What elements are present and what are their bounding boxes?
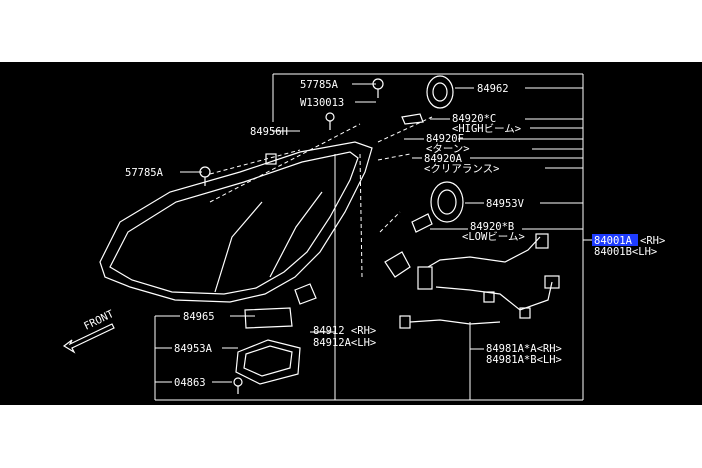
label-84920f-sub: <ターン> bbox=[426, 143, 470, 155]
label-84001b: 84001B<LH> bbox=[594, 246, 657, 258]
label-84981a-b: 84981A*B<LH> bbox=[486, 354, 562, 366]
label-84965: 84965 bbox=[183, 311, 215, 323]
label-84920b-sub: <LOWビーム> bbox=[462, 231, 525, 243]
label-84956h: 84956H bbox=[250, 126, 288, 138]
leader-lines bbox=[155, 83, 592, 400]
label-84962: 84962 bbox=[477, 83, 509, 95]
parts-diagram-panel: FRONT 57785A W130013 84956H 57785A 84962… bbox=[0, 62, 702, 405]
label-84001a-sub: <RH> bbox=[640, 235, 665, 247]
label-84920c-sub: <HIGHビーム> bbox=[452, 123, 521, 135]
label-84912: 84912 <RH> bbox=[313, 325, 376, 337]
parts-diagram: FRONT 57785A W130013 84956H 57785A 84962… bbox=[62, 73, 665, 401]
label-57785a-left: 57785A bbox=[125, 167, 164, 179]
label-84920f: 84920F bbox=[426, 133, 464, 145]
label-84920a-sub: <クリアランス> bbox=[424, 163, 499, 175]
highlight-84001a bbox=[592, 234, 638, 246]
label-84912a: 84912A<LH> bbox=[313, 337, 376, 349]
label-84953v: 84953V bbox=[486, 198, 525, 210]
label-84920b: 84920*B bbox=[470, 221, 514, 233]
part-labels: 57785A W130013 84956H 57785A 84962 84920… bbox=[125, 79, 665, 389]
label-84001a[interactable]: 84001A bbox=[594, 235, 633, 247]
front-arrow: FRONT bbox=[62, 308, 116, 354]
label-w130013: W130013 bbox=[300, 97, 344, 109]
headlamp-housing bbox=[99, 116, 433, 303]
label-84920a: 84920A bbox=[424, 153, 463, 165]
label-84920c: 84920*C bbox=[452, 113, 496, 125]
small-parts bbox=[199, 75, 560, 394]
label-57785a-top: 57785A bbox=[300, 79, 339, 91]
label-04863: 04863 bbox=[174, 377, 206, 389]
label-84953a: 84953A bbox=[174, 343, 213, 355]
label-84981a-a: 84981A*A<RH> bbox=[486, 343, 562, 355]
